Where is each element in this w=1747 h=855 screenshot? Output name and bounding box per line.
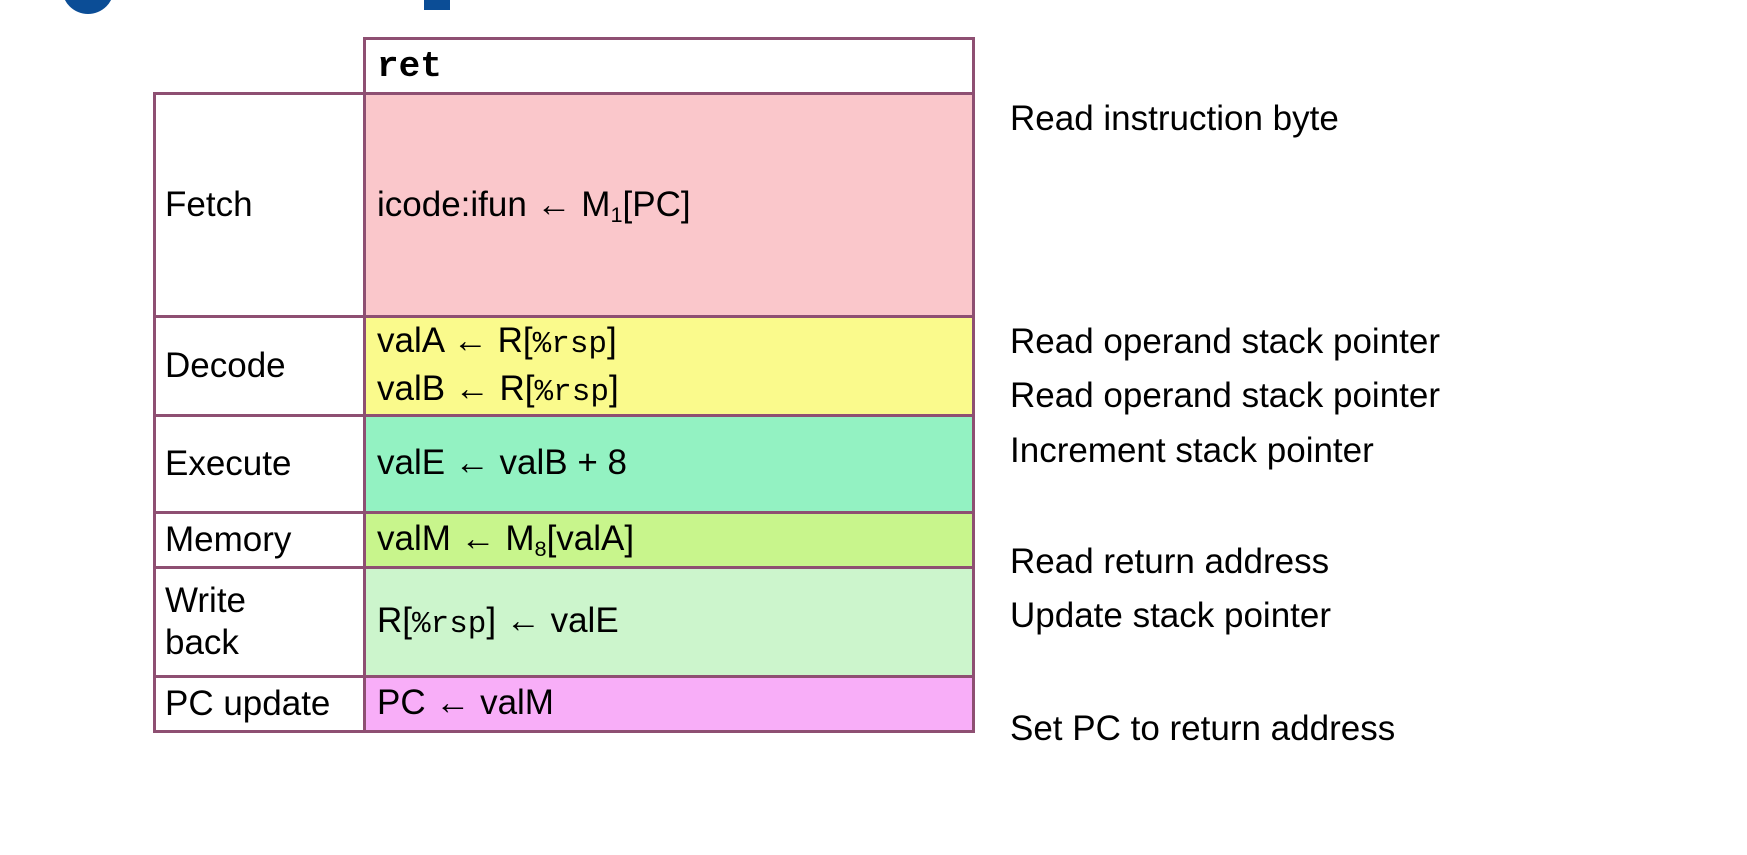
operation-subscript: 1 — [610, 201, 623, 227]
title-glyph-square — [424, 0, 450, 10]
operation-memory-1: valM ← M8[valA] — [366, 516, 972, 563]
annotation-pcupdate: Set PC to return address — [1010, 709, 1396, 748]
operation-text-tail: ] ← valE — [486, 600, 619, 640]
table-row: Execute valE ← valB + 8 — [153, 413, 975, 514]
operation-text: icode:ifun ← M — [377, 184, 611, 224]
instruction-name-cell: ret — [363, 37, 975, 95]
title-glyph-round — [62, 0, 114, 14]
stage-cell-fetch: Fetch — [153, 92, 366, 318]
ops-cell-memory-highlighted: valM ← M8[valA] — [363, 510, 975, 569]
operation-fetch-1: icode:ifun ← M1[PC] — [366, 182, 972, 229]
stage-cell-writeback: Write back — [153, 565, 366, 678]
instruction-name: ret — [377, 45, 442, 87]
ops-cell-pcupdate: PC ← valM — [363, 674, 975, 733]
table-row: Fetch icode:ifun ← M1[PC] — [153, 92, 975, 318]
stage-cell-memory: Memory — [153, 510, 366, 569]
operation-subscript: 8 — [534, 536, 547, 562]
operation-text: valM ← M — [377, 519, 535, 559]
stage-label-writeback: Write back — [165, 581, 247, 662]
operation-text: valB ← R[ — [377, 368, 535, 408]
instruction-stage-table: ret Fetch icode:ifun ← M1[PC] Decode val… — [153, 37, 975, 733]
table-header-row: ret — [155, 37, 975, 95]
stage-label-memory: Memory — [165, 519, 292, 559]
register-name: %rsp — [534, 374, 609, 410]
table-row: PC update PC ← valM — [153, 674, 975, 733]
operation-text-tail: ] — [608, 368, 619, 408]
annotation-fetch: Read instruction byte — [1010, 99, 1339, 138]
stage-cell-pcupdate: PC update — [153, 674, 366, 733]
operation-text-tail: [valA] — [546, 519, 635, 559]
annotation-decode-b: Read operand stack pointer — [1010, 376, 1440, 415]
annotation-decode-a: Read operand stack pointer — [1010, 322, 1440, 361]
annotation-execute: Increment stack pointer — [1010, 431, 1374, 470]
operation-text-tail: [PC] — [622, 184, 691, 224]
stage-cell-execute: Execute — [153, 413, 366, 514]
ops-cell-decode: valA ← R[%rsp] valB ← R[%rsp] — [363, 315, 975, 417]
header-spacer-cell — [155, 39, 365, 94]
ops-cell-writeback: R[%rsp] ← valE — [363, 565, 975, 678]
stage-cell-decode: Decode — [153, 315, 366, 417]
table-row: Decode valA ← R[%rsp] valB ← R[%rsp] — [153, 315, 975, 417]
stage-label-execute: Execute — [165, 443, 292, 483]
stage-label-fetch: Fetch — [165, 185, 253, 225]
operation-text: R[ — [377, 600, 412, 640]
slide-title-fragment — [0, 0, 1747, 16]
operation-decode-1: valA ← R[%rsp] — [366, 318, 972, 366]
operation-writeback-1: R[%rsp] ← valE — [366, 598, 972, 646]
register-name: %rsp — [412, 606, 487, 642]
table-row: Write back R[%rsp] ← valE — [153, 565, 975, 678]
stage-label-pcupdate: PC update — [165, 683, 331, 723]
annotation-writeback: Update stack pointer — [1010, 596, 1332, 635]
operation-execute-1: valE ← valB + 8 — [377, 443, 627, 483]
ops-cell-execute: valE ← valB + 8 — [363, 413, 975, 514]
operation-pcupdate-1: PC ← valM — [377, 683, 554, 723]
operation-decode-2: valB ← R[%rsp] — [366, 366, 972, 414]
annotation-memory: Read return address — [1010, 542, 1330, 581]
table-row: Memory valM ← M8[valA] — [153, 510, 975, 569]
operation-text-tail: ] — [607, 321, 617, 360]
register-name: %rsp — [532, 327, 608, 362]
operation-text: valA ← R[ — [377, 321, 533, 360]
ops-cell-fetch: icode:ifun ← M1[PC] — [363, 92, 975, 318]
stage-label-decode: Decode — [165, 346, 286, 386]
